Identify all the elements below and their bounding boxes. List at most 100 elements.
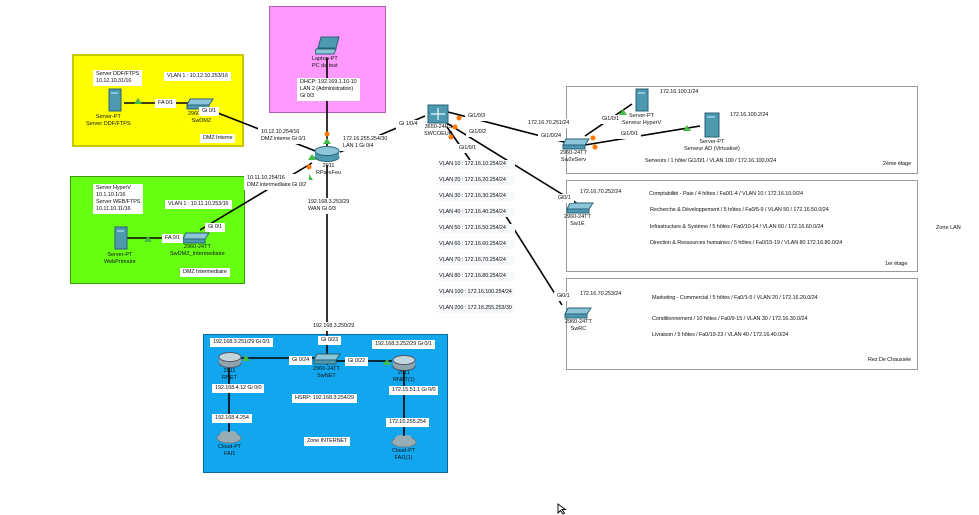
gi104-label: Gi 1/0/4 (396, 120, 421, 129)
swrc-ip: 172.16.70.253/24 (577, 290, 625, 299)
swnet-gi023: Gi 0/23 (318, 336, 342, 345)
rdc-title: Rez De Chaussée (865, 356, 915, 365)
vlan-item: VLAN 40 : 172.16.40.254/24 (436, 208, 515, 217)
rnet-gi00-ip: 192.168.4.12 Gi 0/0 (212, 384, 265, 393)
server-icon[interactable] (635, 88, 649, 112)
link-sw2eserv-ad (584, 125, 701, 146)
swnet-wan-ip: 192.168.3.250/29 (310, 322, 358, 331)
mouse-cursor-icon (557, 503, 567, 515)
cloud-icon[interactable] (216, 430, 242, 444)
link-core-vlanbox (446, 126, 471, 161)
swnet-gi024: Gi 0/24 (289, 356, 313, 365)
swrc-port: Gi0/1 (554, 292, 573, 301)
gi01-dmz-label: Gi 0/1 (199, 107, 220, 116)
etage2-desc: Serveurs / 1 hôte/ Gi1/0/1 / VLAN 100 / … (642, 157, 780, 166)
fai1-1-ip: 172.15.255.254 (386, 418, 429, 427)
rdc-desc-item: Marketing - Commercial / 5 hôtes / Fa0/1… (649, 294, 821, 303)
swnet-gi022: Gi 0/22 (345, 357, 369, 366)
rdc-desc-item: Livraison / 5 hôtes / Fa0/19-23 / VLAN 4… (649, 331, 792, 340)
etage2-title: 2ème étage (880, 160, 915, 169)
cloud-icon[interactable] (391, 434, 417, 448)
dmz-interne-title: DMZ Interne (200, 134, 236, 143)
sw2eserv-gi024: Gi1/0/24 (538, 132, 564, 141)
zone-lan-label: Zone LAN (936, 225, 961, 231)
switch-icon[interactable] (564, 307, 592, 319)
switch-icon[interactable] (566, 202, 594, 214)
rnet-gi01-ip: 192.168.3.251/29 Gi 0/1 (210, 338, 273, 347)
etage1-title: 1er étage (882, 260, 911, 269)
vlan-item: VLAN 50 : 172.16.50.254/24 (436, 224, 515, 233)
server-icon[interactable] (108, 88, 122, 112)
hyperv-ip: 172.16.100.1/24 (657, 88, 702, 97)
gi102-label: Gi1/0/2 (466, 128, 490, 137)
switch-icon[interactable] (186, 98, 214, 110)
switch-icon[interactable] (562, 138, 590, 150)
zone-rdc (566, 278, 918, 370)
sw1e-ip: 172.16.70.252/24 (577, 188, 625, 197)
switch-icon[interactable] (313, 353, 341, 365)
gi01-inter-label: Gi 0/1 (205, 223, 226, 232)
vlan-item: VLAN 100 : 172.16.100.254/24 (436, 288, 515, 297)
fa01-dmz-label: FA 0/1 (155, 99, 176, 108)
rdc-desc-item: Conditionnement / 10 hôtes / Fa0/9-15 / … (649, 315, 811, 324)
vlan-item: VLAN 60 : 172.16.60.254/24 (436, 240, 515, 249)
vlan-item: VLAN 30 : 172.16.30.254/24 (436, 192, 515, 201)
server-icon[interactable] (704, 112, 720, 138)
etage1-desc-item: Infrastructure & Système / 5 hôtes / Fa0… (647, 223, 827, 232)
vlan-item: VLAN 200 : 172.16.255.253/30 (436, 304, 515, 313)
etage1-desc-item: Direction & Ressources humaines / 5 hôte… (647, 239, 846, 248)
router-icon[interactable] (218, 352, 242, 368)
zone-internet-title: Zone INTERNET (304, 437, 351, 446)
multilayer-switch-icon[interactable] (427, 104, 449, 124)
ad-ip: 172.16.100.2/24 (727, 111, 772, 120)
router-icon[interactable] (314, 146, 340, 162)
laptop-icon[interactable] (315, 36, 341, 56)
vlan-item: VLAN 70 : 172.16.70.254/24 (436, 256, 515, 265)
vlan-item: VLAN 20 : 172.16.20.254/24 (436, 176, 515, 185)
router-icon[interactable] (392, 355, 416, 371)
vlan-list: VLAN 10 : 172.16.10.254/24 VLAN 20 : 172… (436, 160, 515, 313)
fa01-inter-label: FA 0/1 (162, 234, 183, 243)
ad-port: Gi1/0/1 (618, 130, 642, 139)
sw1e-port: Gi0/1 (555, 194, 574, 203)
rnet1-gi01-ip: 192.168.3.252/29 Gi 0/1 (372, 340, 435, 349)
etage1-desc-item: Recherche & Développement / 5 hôtes / Fa… (647, 206, 832, 215)
switch-icon[interactable] (182, 232, 210, 244)
dmz-intermediaire-title: DMZ Intermediaire (180, 268, 230, 277)
gi101-label: Gi1/0/1 (456, 144, 480, 153)
etage1-desc-item: Comptabilité - Paie / 4 hôtes / Fa0/1-4 … (646, 190, 806, 199)
vlan1-dmz-label: VLAN 1 : 10.12.10.253/16 (164, 72, 231, 81)
sw2eserv-ip: 172.16.70.251/24 (525, 119, 573, 128)
rnet1-gi00-ip: 172.15.51.1 Gi 0/0 (389, 386, 439, 395)
server-icon[interactable] (114, 226, 128, 250)
vlan1-inter-label: VLAN 1 : 10.11.10.253/16 (165, 200, 232, 209)
vlan-item: VLAN 80 : 172.16.80.254/24 (436, 272, 515, 281)
vlan-item: VLAN 10 : 172.16.10.254/24 (436, 160, 515, 169)
hyperv-port: Gi1/0/1 (599, 115, 623, 124)
fai1-ip: 192.168.4.254 (212, 414, 252, 423)
gi103-label: Gi1/0/3 (465, 112, 489, 121)
